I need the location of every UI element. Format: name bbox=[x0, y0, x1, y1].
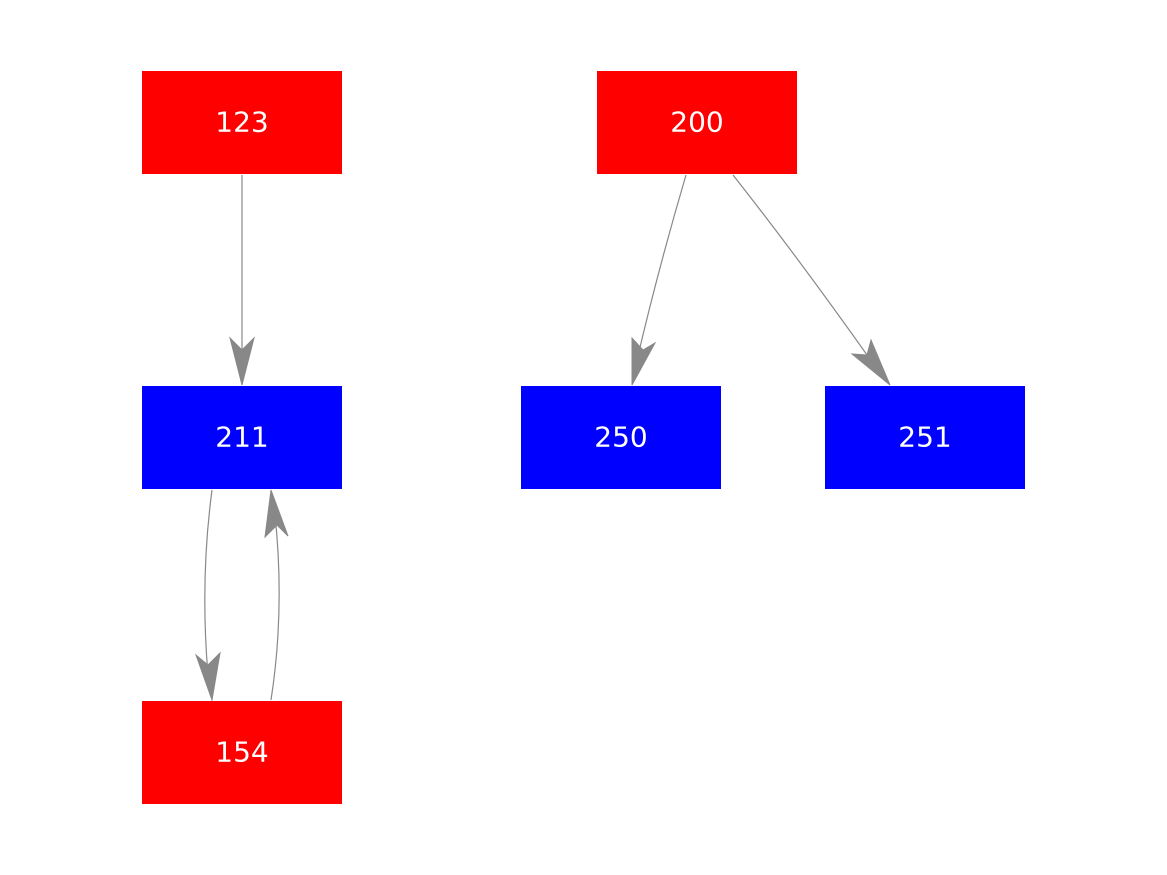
arrowhead-154-to-211 bbox=[264, 489, 289, 539]
node-211-label: 211 bbox=[215, 421, 268, 454]
edge-154-to-211 bbox=[270, 514, 280, 701]
node-251[interactable]: 251 bbox=[825, 386, 1025, 489]
node-211[interactable]: 211 bbox=[142, 386, 342, 489]
arrowhead-123-to-211 bbox=[229, 336, 255, 386]
arrowhead-211-to-154 bbox=[194, 651, 221, 702]
edges bbox=[194, 174, 891, 702]
node-250-label: 250 bbox=[594, 421, 647, 454]
arrowhead-200-to-251 bbox=[850, 338, 891, 386]
node-154-box bbox=[142, 701, 342, 804]
arrowhead-200-to-250 bbox=[631, 336, 657, 386]
edge-200-to-250 bbox=[636, 174, 687, 361]
node-154[interactable]: 154 bbox=[142, 701, 342, 804]
node-200-box bbox=[597, 71, 797, 174]
node-123[interactable]: 123 bbox=[142, 71, 342, 174]
node-250[interactable]: 250 bbox=[521, 386, 721, 489]
node-200[interactable]: 200 bbox=[597, 71, 797, 174]
node-251-label: 251 bbox=[898, 421, 951, 454]
edge-200-to-251 bbox=[732, 174, 873, 363]
nodes: 123 200 211 250 251 154 bbox=[142, 71, 1025, 804]
node-200-label: 200 bbox=[670, 106, 723, 139]
node-154-label: 154 bbox=[215, 736, 268, 769]
edge-211-to-154 bbox=[204, 489, 213, 676]
node-123-box bbox=[142, 71, 342, 174]
node-250-box bbox=[521, 386, 721, 489]
node-251-box bbox=[825, 386, 1025, 489]
node-211-box bbox=[142, 386, 342, 489]
node-123-label: 123 bbox=[215, 106, 268, 139]
